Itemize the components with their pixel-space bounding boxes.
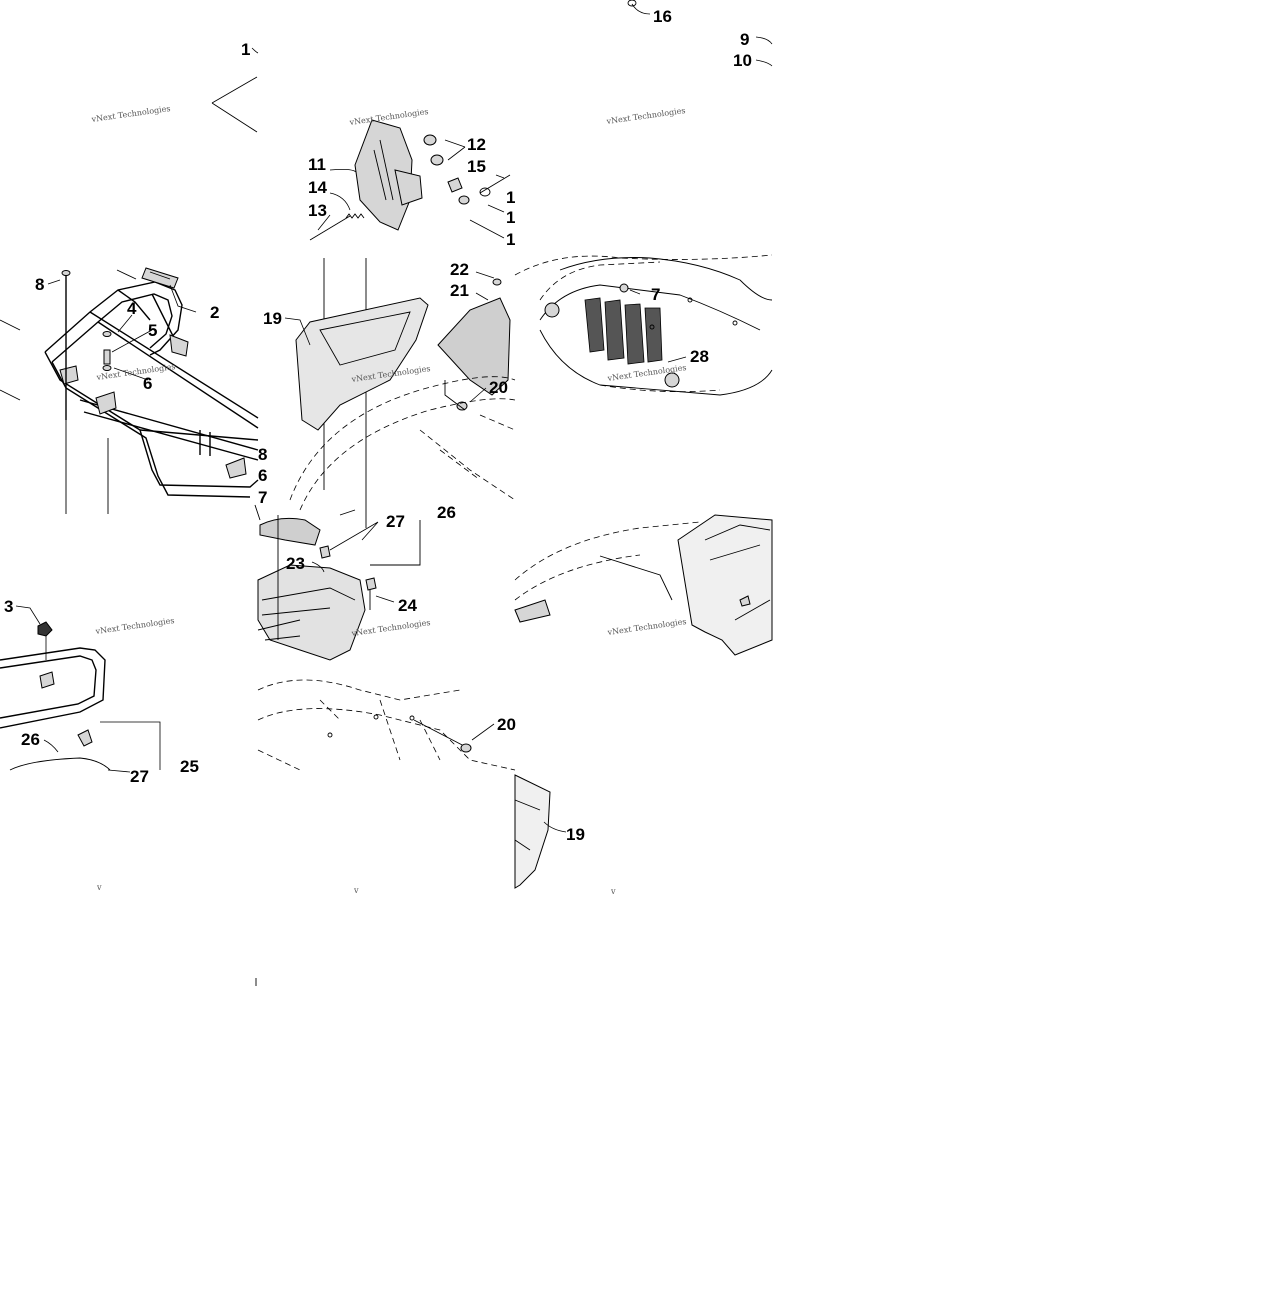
callout-15: 15 bbox=[467, 157, 486, 176]
callout-8: 8 bbox=[258, 445, 267, 464]
callout-20: 20 bbox=[489, 378, 508, 397]
watermark-fragment-1: v bbox=[96, 883, 102, 892]
callout-6: 6 bbox=[258, 466, 267, 485]
front-fender-storage-assembly bbox=[255, 515, 516, 986]
callout-7: 7 bbox=[258, 488, 267, 507]
front-rack-assembly bbox=[0, 47, 259, 514]
headlight-assembly bbox=[254, 119, 516, 566]
rear-rack-assembly bbox=[0, 605, 161, 773]
callout-1: 1 bbox=[506, 188, 515, 207]
callout-2: 2 bbox=[210, 303, 219, 322]
callout-12: 12 bbox=[467, 135, 486, 154]
callout-16: 16 bbox=[653, 7, 672, 26]
watermark-3: vNext Technologies bbox=[605, 106, 686, 126]
watermark-9: vNext Technologies bbox=[606, 617, 687, 637]
callout-14: 14 bbox=[308, 178, 327, 197]
callout-27: 27 bbox=[386, 512, 405, 531]
watermark-7: vNext Technologies bbox=[94, 616, 175, 636]
callout-3: 3 bbox=[4, 597, 13, 616]
callout-11: 11 bbox=[308, 155, 326, 174]
callout-6: 6 bbox=[143, 374, 152, 393]
callout-19: 19 bbox=[263, 309, 282, 328]
watermark-2: vNext Technologies bbox=[348, 107, 429, 127]
callout-10: 10 bbox=[733, 51, 752, 70]
callout-1: 1 bbox=[241, 40, 250, 59]
callout-8: 8 bbox=[35, 275, 44, 294]
callout-23: 23 bbox=[286, 554, 305, 573]
watermark-fragment-2: v bbox=[353, 886, 359, 895]
callout-9: 9 bbox=[740, 30, 749, 49]
callout-28: 28 bbox=[690, 347, 709, 366]
side-panel-lower bbox=[514, 774, 567, 889]
front-grille-assembly bbox=[514, 0, 773, 656]
callout-7: 7 bbox=[651, 285, 660, 304]
callout-1: 1 bbox=[506, 208, 515, 227]
callout-19: 19 bbox=[566, 825, 585, 844]
callout-24: 24 bbox=[398, 596, 417, 615]
callout-5: 5 bbox=[148, 321, 157, 340]
callout-26: 26 bbox=[21, 730, 40, 749]
callout-1: 1 bbox=[506, 230, 515, 249]
callout-20: 20 bbox=[497, 715, 516, 734]
callout-26: 26 bbox=[437, 503, 456, 522]
callout-27: 27 bbox=[130, 767, 149, 786]
watermark-1: vNext Technologies bbox=[90, 104, 171, 124]
callout-labels: 16 9 10 1 12 11 15 14 13 1 1 1 8 2 4 5 6… bbox=[4, 7, 752, 844]
callout-13: 13 bbox=[308, 201, 327, 220]
callout-22: 22 bbox=[450, 260, 469, 279]
callout-4: 4 bbox=[127, 299, 137, 318]
watermark-8: vNext Technologies bbox=[350, 618, 431, 638]
watermark-fragment-3: v bbox=[610, 887, 616, 896]
callout-21: 21 bbox=[450, 281, 469, 300]
callout-25: 25 bbox=[180, 757, 199, 776]
